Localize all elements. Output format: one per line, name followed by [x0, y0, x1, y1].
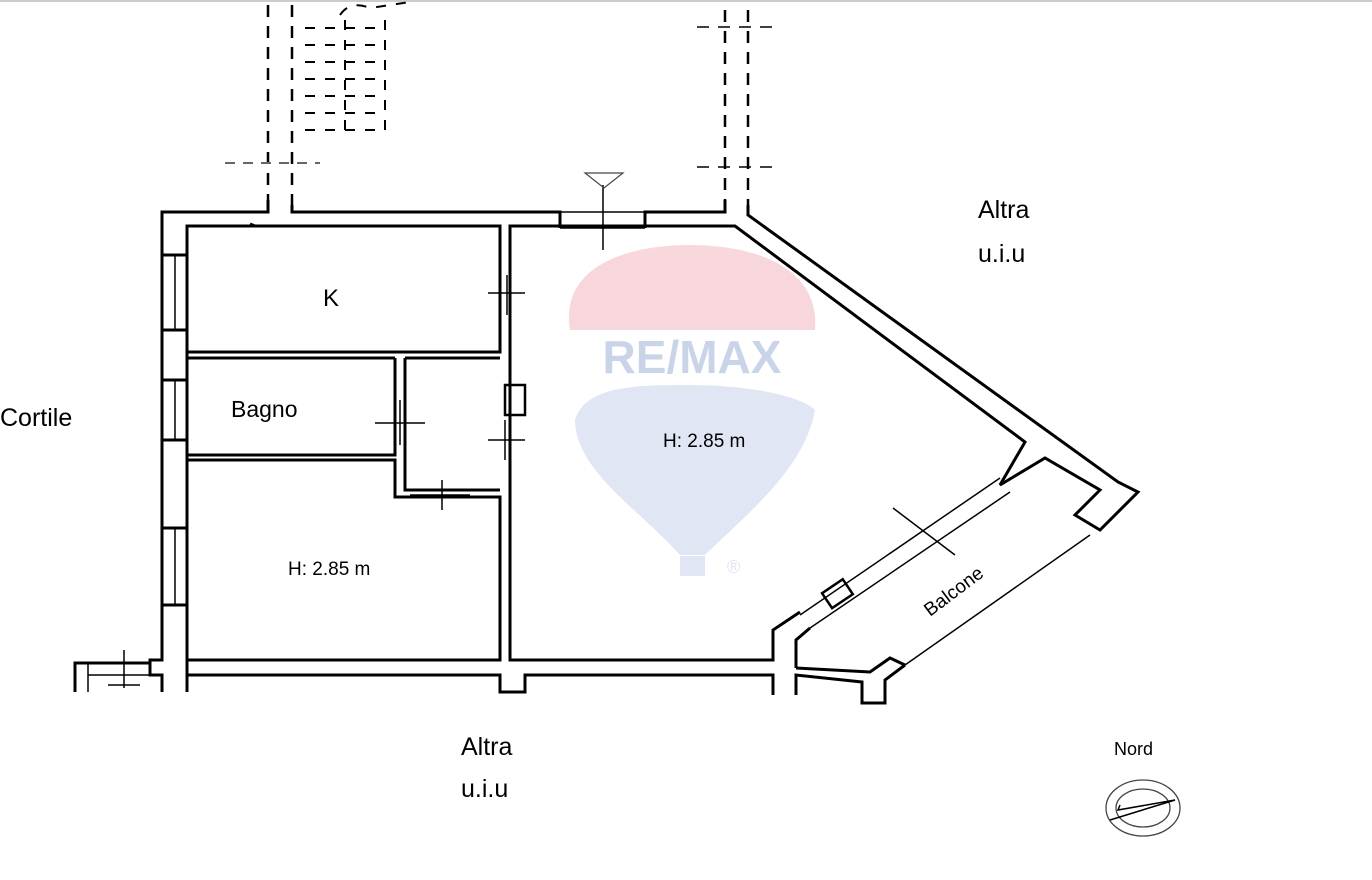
- walls: [73, 172, 1141, 705]
- balcony-label: Balcone: [920, 563, 987, 621]
- stairs-dashed: [225, 1, 775, 205]
- kitchen-label: K: [323, 285, 339, 312]
- altra-uiu-bottom-line2: u.i.u: [461, 775, 508, 803]
- altra-uiu-top-line2: u.i.u: [978, 240, 1025, 268]
- cortile-label: Cortile: [0, 404, 72, 432]
- north-compass-icon: [1105, 779, 1181, 837]
- altra-uiu-bottom-line1: Altra: [461, 733, 513, 761]
- height-label-right: H: 2.85 m: [663, 431, 745, 452]
- watermark-registered: ®: [727, 557, 740, 577]
- altra-uiu-top-line1: Altra: [978, 196, 1030, 224]
- watermark-brand: RE/MAX: [603, 331, 782, 383]
- height-label-left: H: 2.85 m: [288, 559, 370, 580]
- remax-watermark: RE/MAX ®: [568, 245, 816, 577]
- north-label: Nord: [1114, 739, 1153, 759]
- bathroom-label: Bagno: [231, 396, 298, 422]
